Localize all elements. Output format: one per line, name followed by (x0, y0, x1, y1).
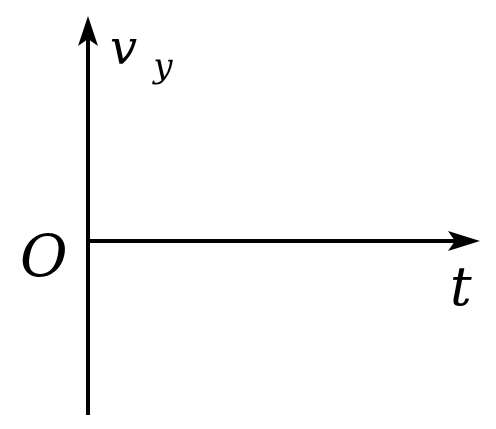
vertical-axis-arrowhead (78, 16, 98, 46)
origin-label: O (20, 222, 68, 290)
y-axis-label-subscript: y (151, 46, 173, 86)
horizontal-axis-arrowhead (448, 231, 480, 251)
y-axis-label: v y (110, 20, 173, 86)
x-axis-label: t (450, 255, 472, 318)
y-axis-label-main: v (110, 20, 137, 76)
